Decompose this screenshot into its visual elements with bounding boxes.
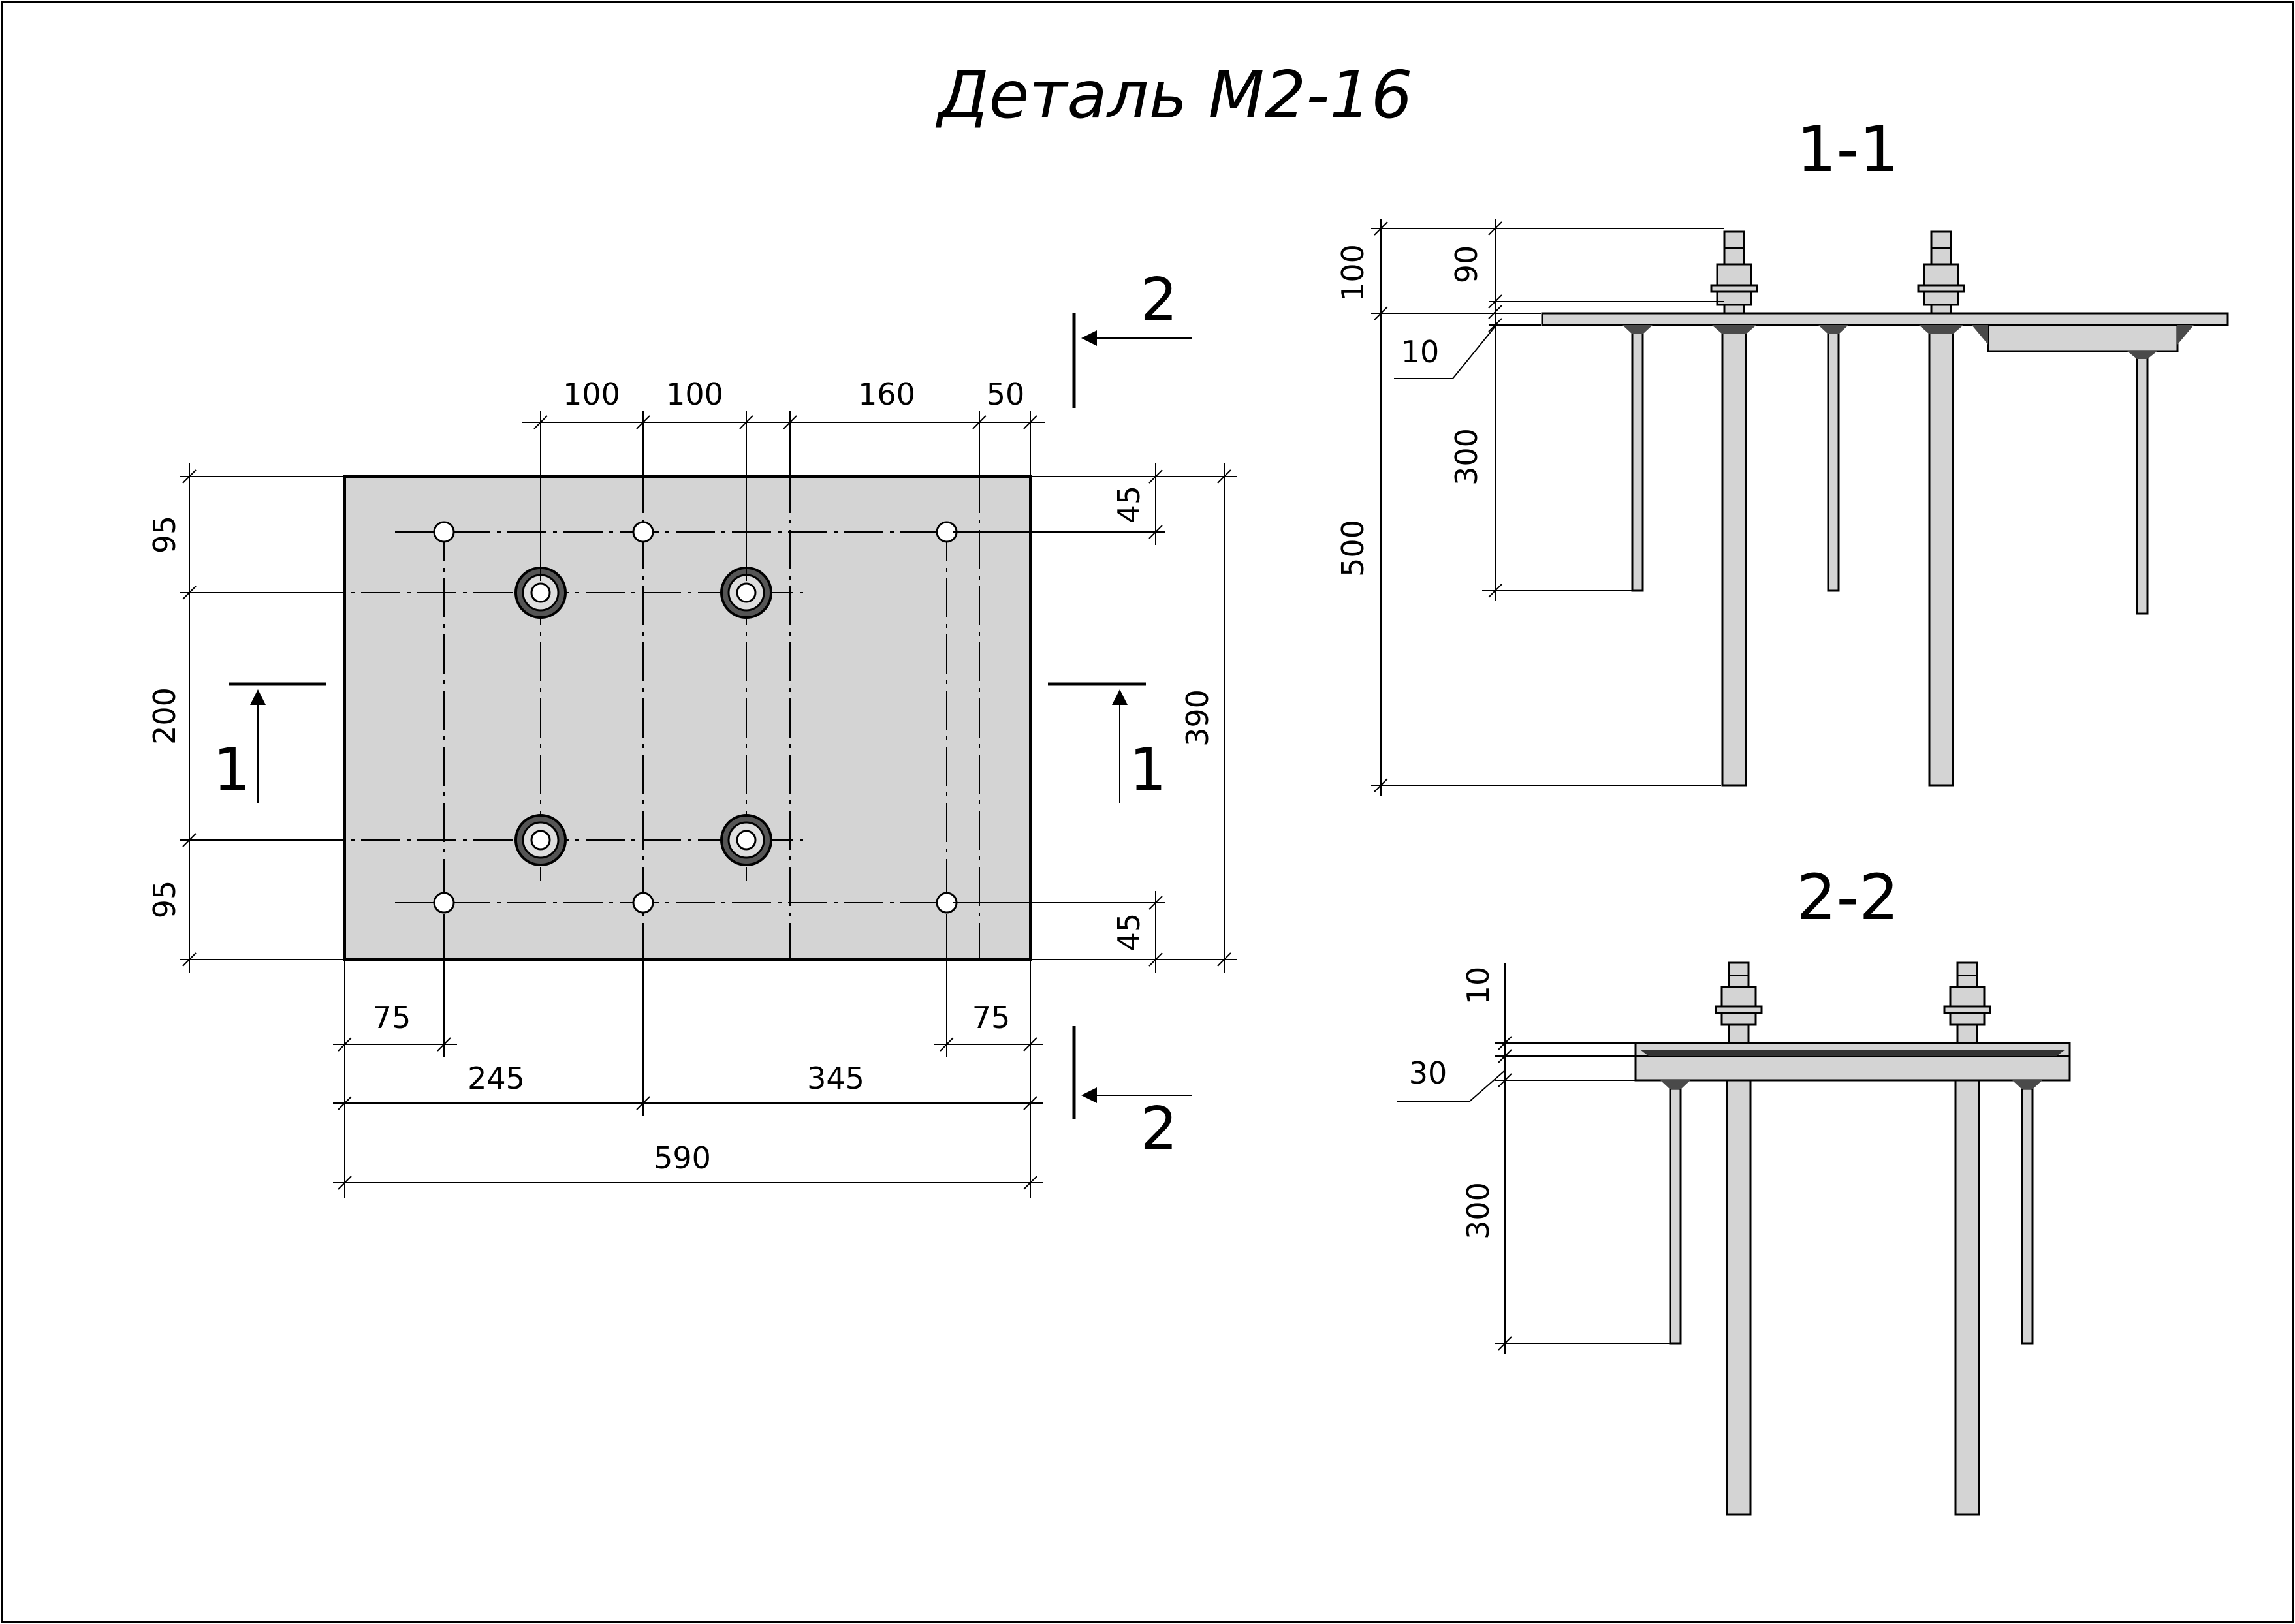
section-2-2-label: 2-2 xyxy=(1797,861,1899,934)
dim-2-2-30: 30 xyxy=(1409,1055,1448,1091)
svg-text:1: 1 xyxy=(1129,736,1166,804)
section-1-1-label: 1-1 xyxy=(1797,113,1899,186)
plan-view: 100 100 160 50 95 200 95 xyxy=(147,266,1237,1198)
dim-bottom-75a: 75 xyxy=(373,1000,411,1035)
dim-bottom-75b: 75 xyxy=(972,1000,1011,1035)
svg-text:1: 1 xyxy=(213,736,250,804)
anchor-bolt-head xyxy=(1917,230,1965,315)
anchor-hole xyxy=(433,521,455,543)
anchor-bolt-head xyxy=(1943,961,1991,1044)
section-mark-2-bottom: 2 xyxy=(1072,1026,1192,1163)
dim-bottom-245: 245 xyxy=(467,1061,525,1096)
dim-1-1-500: 500 xyxy=(1335,520,1370,577)
bolt-nut xyxy=(514,814,567,866)
dim-left-95b: 95 xyxy=(147,881,182,919)
dim-chain-bottom: 75 75 245 345 590 xyxy=(333,914,1043,1198)
dim-bottom-345: 345 xyxy=(807,1061,864,1096)
dim-chain-top: 100 100 160 50 xyxy=(522,377,1045,581)
anchor-bolt-head xyxy=(1710,230,1758,315)
svg-text:2: 2 xyxy=(1140,266,1177,334)
bolt-nut xyxy=(514,567,567,619)
dim-chain-left: 95 200 95 xyxy=(147,463,345,973)
section-mark-1-left: 1 xyxy=(213,682,326,804)
section-2-2: 2-2 xyxy=(1397,861,2071,1516)
section-1-1: 1-1 xyxy=(1335,113,2229,796)
dim-bottom-590: 590 xyxy=(654,1140,711,1176)
dim-top-100a: 100 xyxy=(563,377,620,412)
section-mark-1-right: 1 xyxy=(1048,682,1167,804)
dim-1-1-300: 300 xyxy=(1449,428,1484,486)
dim-right-45b: 45 xyxy=(1111,913,1147,952)
dim-left-200: 200 xyxy=(147,687,182,745)
bolt-nut xyxy=(720,814,772,866)
dim-left-95a: 95 xyxy=(147,516,182,554)
base-plate xyxy=(343,475,1032,961)
anchor-hole xyxy=(433,892,455,914)
dim-1-1-90: 90 xyxy=(1449,245,1484,284)
svg-text:2: 2 xyxy=(1140,1095,1177,1163)
anchor-bolt-head xyxy=(1715,961,1763,1044)
dim-top-160: 160 xyxy=(858,377,915,412)
dim-right-45a: 45 xyxy=(1111,486,1147,524)
dim-2-2-300: 300 xyxy=(1461,1182,1496,1240)
dim-1-1-100: 100 xyxy=(1335,244,1370,302)
dim-right-390: 390 xyxy=(1180,689,1215,747)
dim-chain-right: 45 45 390 xyxy=(953,463,1237,973)
dim-top-50: 50 xyxy=(987,377,1025,412)
dim-2-2-10: 10 xyxy=(1461,967,1496,1005)
section-mark-2-top: 2 xyxy=(1072,266,1192,408)
drawing-title: Деталь М2-16 xyxy=(935,57,1412,133)
dim-top-100b: 100 xyxy=(666,377,723,412)
dim-1-1-10: 10 xyxy=(1401,334,1440,369)
bolt-nut xyxy=(720,567,772,619)
anchor-hole xyxy=(632,521,654,543)
anchor-hole xyxy=(632,892,654,914)
